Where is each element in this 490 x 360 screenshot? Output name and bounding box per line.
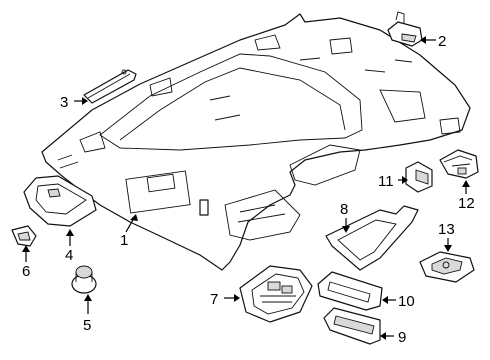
visor-holder-part [11, 225, 37, 247]
callout-1: 1 [120, 232, 128, 249]
dome-lamp-part [419, 251, 475, 283]
lens-cover-part [323, 307, 381, 345]
callout-6: 6 [22, 263, 30, 280]
callout-9: 9 [398, 329, 406, 346]
lens-plate-part [317, 271, 383, 311]
bracket-part [387, 11, 423, 47]
clip-part [71, 265, 97, 294]
lamp-frame-part [325, 205, 419, 271]
callout-11: 11 [378, 173, 394, 190]
callout-7: 7 [210, 291, 218, 308]
mount-bracket-part [439, 149, 479, 179]
callout-2: 2 [438, 33, 446, 50]
headliner-panel [41, 13, 471, 271]
switch-part [405, 161, 433, 193]
callout-arrows [22, 36, 470, 340]
sun-visor-part [23, 175, 97, 227]
assist-grip-part [83, 69, 137, 104]
callout-10: 10 [398, 293, 415, 310]
map-lamp-part [239, 265, 313, 323]
callout-3: 3 [60, 94, 68, 111]
callout-5: 5 [83, 317, 91, 334]
callout-4: 4 [65, 247, 73, 264]
callout-13: 13 [438, 221, 455, 238]
callout-8: 8 [340, 201, 348, 218]
callout-12: 12 [458, 195, 475, 212]
